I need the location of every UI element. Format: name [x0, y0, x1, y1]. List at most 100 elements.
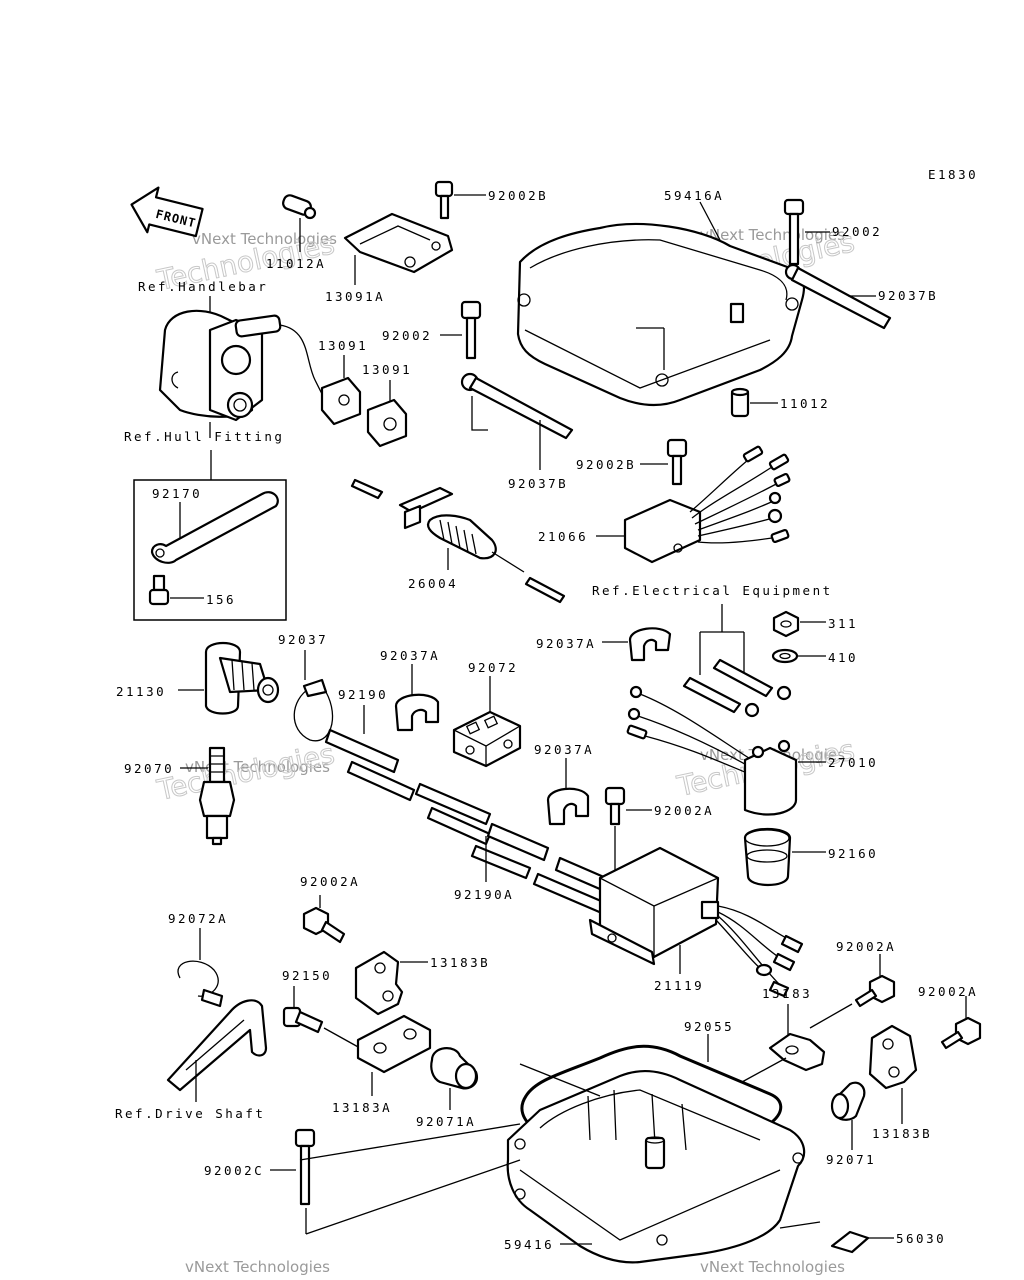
- label-92002B-top: 92002B: [488, 188, 548, 203]
- label-92002-top: 92002: [832, 224, 882, 239]
- part-92037B-mid-graphic: [460, 372, 574, 470]
- part-11012A-graphic: [282, 194, 317, 252]
- ref-hull-fitting: Ref.Hull Fitting: [124, 429, 284, 444]
- ref-electrical-equipment: Ref.Electrical Equipment: [592, 583, 833, 598]
- part-13091A-graphic: [343, 212, 454, 285]
- hull-fitting-box: [133, 479, 287, 621]
- label-26004: 26004: [408, 576, 458, 591]
- label-92160: 92160: [828, 846, 878, 861]
- part-27010-graphic: [743, 739, 826, 816]
- label-92070: 92070: [124, 761, 174, 776]
- part-56030-graphic: [779, 1221, 894, 1254]
- part-21130-graphic: [178, 641, 280, 715]
- label-92037B-mid: 92037B: [508, 476, 568, 491]
- label-92002B-mid: 92002B: [576, 457, 636, 472]
- part-156-graphic: [148, 574, 204, 606]
- label-21066: 21066: [538, 529, 588, 544]
- front-arrow: FRONT: [130, 186, 204, 238]
- part-21119-graphic: [588, 846, 804, 998]
- part-92002A-right1-graphic: [809, 954, 896, 1029]
- label-92190A: 92190A: [454, 887, 514, 902]
- watermark-text: Technologies: [154, 737, 338, 807]
- part-26004-graphic: [350, 478, 566, 604]
- label-92071A: 92071A: [416, 1114, 476, 1129]
- label-21130: 21130: [116, 684, 166, 699]
- part-59416A-graphic: [516, 201, 806, 407]
- part-11012-graphic: [730, 387, 778, 418]
- watermark-text: vNext Technologies: [192, 230, 337, 248]
- label-92170: 92170: [152, 486, 202, 501]
- label-13091A: 13091A: [325, 289, 385, 304]
- part-92002C-graphic: [270, 1123, 521, 1235]
- label-92150: 92150: [282, 968, 332, 983]
- label-92002C: 92002C: [204, 1163, 264, 1178]
- part-92037A-mid-graphic: [394, 664, 440, 732]
- label-11012: 11012: [780, 396, 830, 411]
- part-13183A-graphic: [356, 1014, 432, 1096]
- part-13183B-top-graphic: [354, 950, 428, 1016]
- label-92055: 92055: [684, 1019, 734, 1034]
- label-59416: 59416: [504, 1237, 554, 1252]
- part-92002A-left-graphic: [302, 895, 346, 944]
- part-92002A-right2-graphic: [940, 996, 982, 1050]
- label-92190: 92190: [338, 687, 388, 702]
- wire-terminals-graphic: [626, 658, 792, 776]
- label-92002A-mid: 92002A: [654, 803, 714, 818]
- part-21066-graphic: [596, 445, 791, 564]
- part-92071-graphic: [830, 1081, 866, 1150]
- label-13183B-bottom: 13183B: [872, 1126, 932, 1141]
- label-92037: 92037: [278, 632, 328, 647]
- part-92037-graphic: [293, 650, 334, 742]
- watermark-text: vNext Technologies: [185, 1258, 330, 1276]
- part-92070-graphic: [180, 746, 236, 846]
- part-92037B-right-graphic: [784, 263, 892, 330]
- label-410: 410: [828, 650, 858, 665]
- handlebar-switch-graphic: [158, 296, 331, 438]
- label-59416A: 59416A: [664, 188, 724, 203]
- part-92071A-graphic: [430, 1047, 478, 1110]
- part-92002B-mid-graphic: [640, 438, 688, 486]
- part-92037A-top-graphic: [602, 627, 672, 662]
- part-311-graphic: [772, 610, 826, 638]
- label-13183B-top: 13183B: [430, 955, 490, 970]
- label-92002A-right2: 92002A: [918, 984, 978, 999]
- ref-drive-shaft: Ref.Drive Shaft: [115, 1106, 265, 1121]
- label-92037A-mid: 92037A: [380, 648, 440, 663]
- drive-shaft-bracket-graphic: [166, 999, 268, 1102]
- label-21119: 21119: [654, 978, 704, 993]
- label-156: 156: [206, 592, 236, 607]
- label-92002A-left: 92002A: [300, 874, 360, 889]
- diagram-code: E1830: [928, 167, 978, 182]
- ref-handlebar: Ref.Handlebar: [138, 279, 268, 294]
- watermark-text: vNext Technologies: [700, 226, 845, 244]
- label-92071: 92071: [826, 1152, 876, 1167]
- part-59416-graphic: [506, 1063, 806, 1264]
- watermark-text: vNext Technologies: [700, 1258, 845, 1276]
- ref-electrical-leader: [699, 604, 745, 678]
- label-92072: 92072: [468, 660, 518, 675]
- part-410-graphic: [771, 648, 826, 664]
- label-92037A-top: 92037A: [536, 636, 596, 651]
- front-arrow-shape: [130, 186, 204, 238]
- label-13183A: 13183A: [332, 1100, 392, 1115]
- label-92037B-right: 92037B: [878, 288, 938, 303]
- part-92072A-graphic: [177, 928, 224, 1008]
- label-13183: 13183: [762, 986, 812, 1001]
- part-92150-graphic: [282, 986, 361, 1049]
- part-92170-graphic: [150, 491, 279, 564]
- label-13091-b: 13091: [362, 362, 412, 377]
- part-92037A-low-graphic: [546, 758, 590, 826]
- part-13183-graphic: [768, 1004, 826, 1072]
- part-92002B-top-graphic: [434, 180, 486, 220]
- part-13183B-bottom-graphic: [868, 1024, 918, 1124]
- part-92072-graphic: [452, 676, 522, 768]
- label-13091-a: 13091: [318, 338, 368, 353]
- label-92002-mid: 92002: [382, 328, 432, 343]
- part-13091-graphics: [320, 355, 408, 448]
- label-311: 311: [828, 616, 858, 631]
- label-92072A: 92072A: [168, 911, 228, 926]
- label-56030: 56030: [896, 1231, 946, 1246]
- part-92160-graphic: [743, 828, 826, 887]
- part-92002-mid-graphic: [440, 300, 482, 360]
